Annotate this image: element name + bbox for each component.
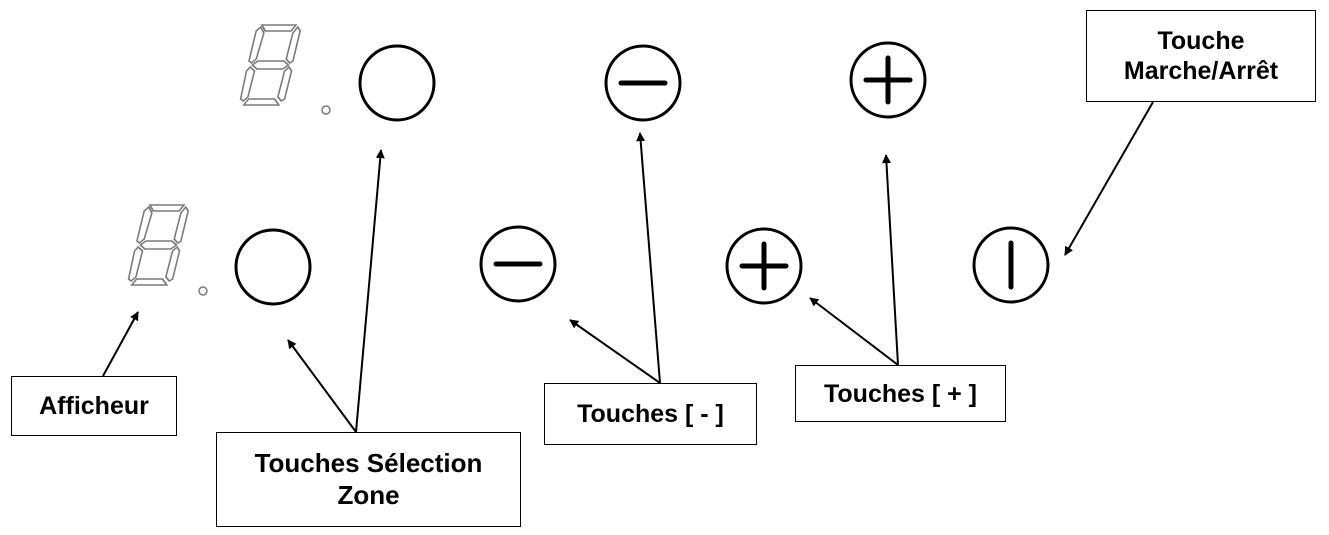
bottom-zone-select-icon[interactable] [234, 228, 312, 306]
label-minus-text: Touches [ - ] [577, 400, 724, 428]
top-minus-icon[interactable] [604, 44, 682, 122]
bottom-minus-icon[interactable] [479, 225, 557, 303]
label-marche-arret-line1: Touche [1157, 27, 1245, 55]
top-display-icon [238, 24, 302, 106]
label-plus-text: Touches [ + ] [823, 379, 978, 408]
bottom-plus-icon[interactable] [725, 227, 803, 305]
power-icon[interactable] [972, 226, 1050, 304]
arrow-selection-bottom [287, 339, 357, 433]
label-selection-line1: Touches Sélection [254, 448, 483, 479]
arrow-marche-arret [1064, 101, 1154, 256]
top-zone-select-icon[interactable] [358, 44, 436, 122]
label-marche-arret-line2: Marche/Arrêt [1123, 57, 1279, 85]
arrow-plus-top [881, 154, 899, 366]
label-afficheur-text: Afficheur [39, 392, 149, 420]
arrow-minus-top [636, 132, 661, 384]
label-marche-arret: Touche Marche/Arrêt [1086, 10, 1316, 102]
label-touches-selection-zone: Touches Sélection Zone [216, 432, 521, 527]
label-touches-plus: Touches [ + ] [795, 365, 1006, 422]
top-display-dot-icon [321, 105, 331, 115]
label-afficheur: Afficheur [11, 376, 177, 436]
bottom-display-icon [126, 204, 190, 286]
arrow-minus-bottom [569, 319, 661, 384]
arrow-plus-bottom [809, 297, 899, 366]
label-touches-minus: Touches [ - ] [544, 383, 757, 445]
arrow-afficheur [102, 311, 139, 377]
top-plus-icon[interactable] [849, 41, 927, 119]
label-selection-line2: Zone [337, 479, 400, 510]
bottom-display-dot-icon [198, 286, 208, 296]
arrow-selection-top [355, 149, 385, 433]
